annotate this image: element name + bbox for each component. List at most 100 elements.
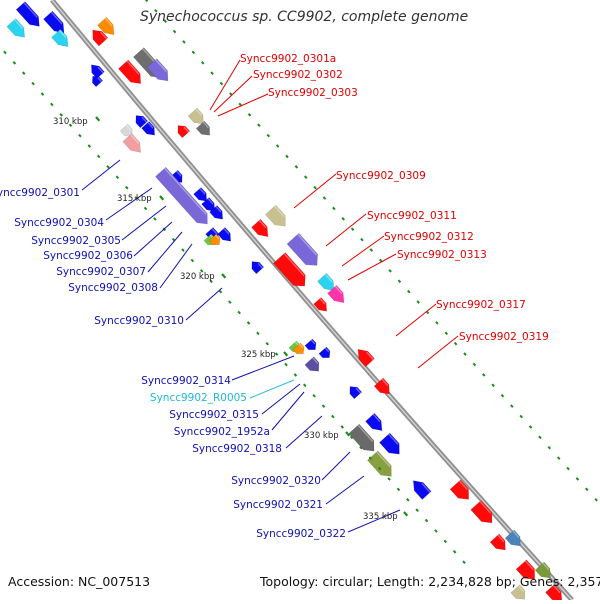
inner-gene-11-sheen xyxy=(164,167,207,215)
inner-gene-11-shape xyxy=(154,166,208,225)
tick-0-538 xyxy=(463,352,467,356)
tick-1-384 xyxy=(256,331,260,336)
gene-label-0301a[interactable]: Syncc9902_0301a xyxy=(240,53,336,65)
tick-1-356 xyxy=(237,310,241,315)
inner-gene-4-sheen xyxy=(97,66,104,74)
inner-gene-27 xyxy=(348,423,375,452)
inner-gene-23-sheen xyxy=(324,347,330,353)
gene-label-0321[interactable]: Syncc9902_0321 xyxy=(233,499,323,511)
outer-gene-18-shape xyxy=(470,499,493,524)
accession-label: Accession: NC_007513 xyxy=(8,574,151,589)
tick-1-650 xyxy=(434,529,438,533)
gene-label-0305[interactable]: Syncc9902_0305 xyxy=(31,235,121,247)
inner-gene-7-sheen xyxy=(130,134,140,144)
inner-gene-18 xyxy=(208,233,221,246)
inner-gene-24-sheen xyxy=(312,357,319,365)
inner-gene-14-shape xyxy=(209,205,224,220)
inner-gene-5-sheen xyxy=(97,77,103,83)
inner-gene-6 xyxy=(119,123,133,137)
gene-label-0314[interactable]: Syncc9902_0314 xyxy=(141,375,231,387)
gene-label-0317[interactable]: Syncc9902_0317 xyxy=(436,299,526,311)
inner-gene-29-sheen xyxy=(376,451,391,468)
outer-gene-17-shape xyxy=(449,479,469,500)
tick-1-104 xyxy=(68,123,73,128)
tick-0-524 xyxy=(453,341,458,346)
gene-label-0306[interactable]: Syncc9902_0306 xyxy=(43,250,133,262)
gene-label-r0005[interactable]: Syncc9902_R0005 xyxy=(150,392,247,404)
inner-gene-14-sheen xyxy=(215,205,222,213)
tick-1-90 xyxy=(59,113,63,117)
outer-gene-20 xyxy=(504,529,521,547)
gene-label-0310[interactable]: Syncc9902_0310 xyxy=(94,315,184,327)
outer-gene-22 xyxy=(534,561,551,579)
outer-gene-5 xyxy=(187,107,204,125)
inner-gene-29 xyxy=(367,450,392,477)
tick-1-440 xyxy=(293,373,298,377)
tick-1-216 xyxy=(143,206,148,211)
gene-label-0301[interactable]: Syncc9902_0301 xyxy=(0,187,80,199)
gene-label-0318[interactable]: Syncc9902_0318 xyxy=(192,443,282,455)
gene-label-0313[interactable]: Syncc9902_0313 xyxy=(397,249,487,261)
tick-0-566 xyxy=(482,373,486,377)
inner-gene-4-shape xyxy=(90,64,105,79)
gene-label-0307[interactable]: Syncc9902_0307 xyxy=(56,266,146,278)
gene-label-1952a[interactable]: Syncc9902_1952a xyxy=(174,426,270,438)
inner-connector-10 xyxy=(271,391,305,431)
inner-gene-26-sheen xyxy=(372,413,381,423)
tick-0-510 xyxy=(444,331,449,336)
outer-gene-13 xyxy=(327,284,345,304)
outer-gene-4-sheen xyxy=(155,59,167,73)
gene-label-0309[interactable]: Syncc9902_0309 xyxy=(336,170,426,182)
gene-label-0303[interactable]: Syncc9902_0303 xyxy=(268,87,358,99)
outer-gene-5-sheen xyxy=(195,108,203,117)
tick-1-482 xyxy=(321,404,326,408)
inner-gene-0-shape xyxy=(15,1,40,27)
tick-0-496 xyxy=(435,321,439,325)
inner-gene-25-sheen xyxy=(355,387,362,394)
gene-label-0322[interactable]: Syncc9902_0322 xyxy=(256,528,346,540)
ruler-label-310: 310 kbp xyxy=(53,117,88,127)
tick-1-426 xyxy=(284,362,288,367)
inner-gene-9-sheen xyxy=(141,116,148,123)
tick-0-678 xyxy=(556,456,561,460)
inner-gene-21-sheen xyxy=(298,343,304,349)
tick-1-594 xyxy=(396,487,401,492)
tick-0-454 xyxy=(407,289,411,294)
inner-connector-5 xyxy=(159,243,193,289)
gene-label-0320[interactable]: Syncc9902_0320 xyxy=(231,475,321,487)
gene-label-0315[interactable]: Syncc9902_0315 xyxy=(169,409,259,421)
gene-label-0304[interactable]: Syncc9902_0304 xyxy=(14,217,104,229)
gene-label-0308[interactable]: Syncc9902_0308 xyxy=(68,282,158,294)
gene-label-0312[interactable]: Syncc9902_0312 xyxy=(384,231,474,243)
tick-1-132 xyxy=(87,144,92,148)
gene-label-0302[interactable]: Syncc9902_0302 xyxy=(253,69,343,81)
inner-gene-26 xyxy=(365,412,383,432)
tick-0-132 xyxy=(191,50,196,55)
tick-0-426 xyxy=(388,269,392,273)
tick-1-370 xyxy=(246,321,251,325)
outer-connector-3 xyxy=(293,173,337,209)
inner-gene-1-sheen xyxy=(50,11,63,25)
outer-gene-9-sheen xyxy=(258,219,267,229)
outer-gene-7 xyxy=(177,125,191,139)
gene-label-0311[interactable]: Syncc9902_0311 xyxy=(367,210,457,222)
tick-0-720 xyxy=(585,487,589,492)
outer-gene-7-sheen xyxy=(183,126,190,133)
gene-label-0319[interactable]: Syncc9902_0319 xyxy=(459,331,549,343)
outer-gene-12-sheen xyxy=(324,273,333,283)
outer-gene-9 xyxy=(251,218,269,238)
tick-0-62 xyxy=(144,0,149,3)
tick-0-580 xyxy=(491,383,495,388)
inner-gene-30-shape xyxy=(412,480,432,500)
outer-gene-10-shape xyxy=(286,232,318,266)
outer-gene-labels: Syncc9902_0301a Syncc9902_0302 Syncc9902… xyxy=(240,53,549,343)
topology-label: Topology: circular; Length: 2,234,828 bp… xyxy=(260,574,600,589)
inner-gene-2 xyxy=(6,18,26,38)
outer-gene-4 xyxy=(146,58,169,82)
outer-gene-19-sheen xyxy=(497,534,505,543)
tick-0-594 xyxy=(500,393,505,398)
tick-0-104 xyxy=(172,29,177,34)
inner-connector-4 xyxy=(147,231,183,273)
